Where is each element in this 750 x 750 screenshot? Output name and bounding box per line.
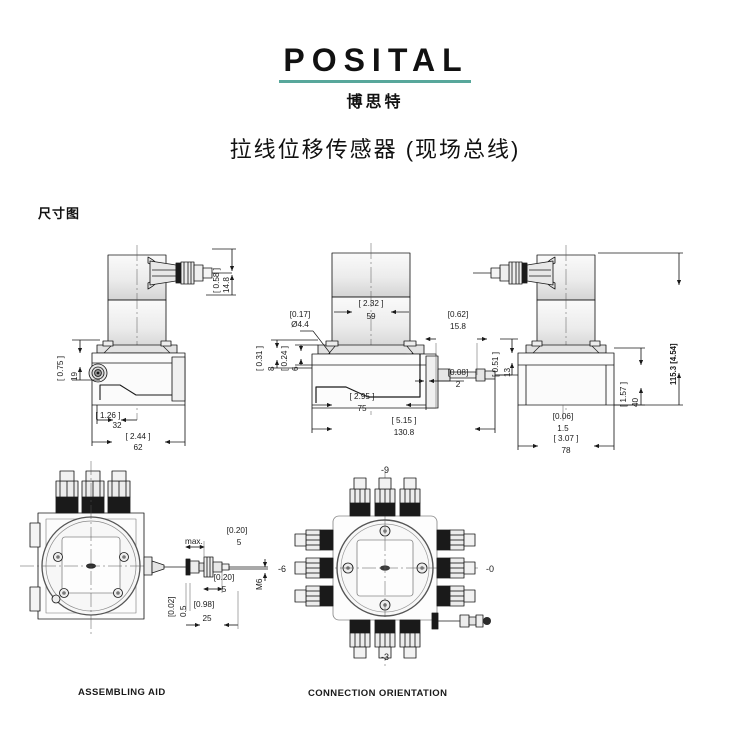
dim-0-5-mm: 0.5 [179,605,188,617]
drawing-side-view-left: [ 0.58 ] 14.8 [ 0.75 ] 19 [ 1.26 ] 32 [ … [56,245,236,452]
drawing-connection-orientation: -9 -3 -6 -0 [278,465,494,667]
dim-14-8-mm: 14.8 [222,277,231,293]
brand-wordmark-cn: 博思特 [346,94,404,111]
dim-0-06-inch: [0.06] [553,412,574,421]
dim-8-mm: 8 [267,366,276,371]
dim-59-mm: 59 [366,312,376,321]
dim-0-20-a-inch: [0.20] [227,526,248,535]
dim-0-51-inch: [ 0.51 ] [491,352,500,377]
dim-5-b-mm: 5 [222,585,227,594]
drawing-front-view-center: [ 2.32 ] 59 [0.17] Ø4.4 [ 0.31 ] 8 [ 0.2… [255,243,518,437]
dim-2-44-inch: [ 2.44 ] [125,432,150,441]
dim-5-a-mm: 5 [237,538,242,547]
dim-1-5-mm: 1.5 [557,424,569,433]
dim-0-31-inch: [ 0.31 ] [255,346,264,371]
dim-15-8-mm: 15.8 [450,322,466,331]
dim-0-62-inch: [0.62] [448,310,469,319]
dimensional-drawing-area: [ 0.58 ] 14.8 [ 0.75 ] 19 [ 1.26 ] 32 [ … [0,235,750,715]
dim-62-mm: 62 [133,443,143,452]
drawing-assembling-aid: [0.02] 0.5 max. [0.20] 5 [0.20] 5 [0.98]… [20,461,268,635]
dim-75-mm: 75 [357,404,367,413]
dim-0-02-inch: [0.02] [167,597,176,618]
orientation-label-bottom: -3 [381,652,389,662]
dim-3-07-inch: [ 3.07 ] [553,434,578,443]
brand-wordmark: POSITAL [279,44,471,83]
dim-115-3-total: 115.3 [4.54] [669,343,678,385]
dim-1-57-inch: [ 1.57 ] [619,382,628,407]
dim-19-mm: 19 [70,371,79,381]
caption-assembling-aid: ASSEMBLING AID [78,687,166,698]
dim-6-mm: 6 [291,366,300,371]
dim-0-98-inch: [0.98] [194,600,215,609]
dim-0-20-b-inch: [0.20] [214,573,235,582]
dim-5-15-inch: [ 5.15 ] [391,416,416,425]
dim-32-mm: 32 [112,421,122,430]
page-title: 拉线位移传感器 (现场总线) [229,137,521,162]
section-label-dimensions: 尺寸图 [38,206,81,221]
orientation-label-left: -6 [278,564,286,574]
dimensional-drawing-svg: [ 0.58 ] 14.8 [ 0.75 ] 19 [ 1.26 ] 32 [ … [20,243,683,667]
dim-2-mm: 2 [456,380,461,389]
dim-40-mm: 40 [631,397,640,407]
caption-connection-orientation: CONNECTION ORIENTATION [308,688,448,699]
dim-2-95-inch: [ 2.95 ] [349,392,374,401]
dim-25-mm: 25 [202,614,212,623]
dim-13-mm: 13 [503,367,512,377]
brand-logo: POSITAL 博思特 [0,44,750,112]
dim-2-32-inch: [ 2.32 ] [358,299,383,308]
dim-0-08-inch: [0.08] [448,368,469,377]
dim-130-8-mm: 130.8 [394,428,415,437]
orientation-label-right: -0 [486,564,494,574]
dim-0-58-inch: [ 0.58 ] [212,268,221,293]
orientation-label-top: -9 [381,465,389,475]
dim-4-4-dia: Ø4.4 [291,320,309,329]
dim-78-mm: 78 [561,446,571,455]
dim-0-24-inch: [ 0.24 ] [280,346,289,371]
dim-0-75-inch: [ 0.75 ] [56,356,65,381]
dim-max-label: max. [185,537,203,546]
drawing-side-view-right: 115.3 [4.54] [ 1.57 ] 40 [0.06] 1.5 [ 3.… [473,245,683,455]
dim-m6: M6 [255,578,264,590]
dim-1-26-inch: [ 1.26 ] [95,411,120,420]
dim-0-17-inch: [0.17] [290,310,311,319]
